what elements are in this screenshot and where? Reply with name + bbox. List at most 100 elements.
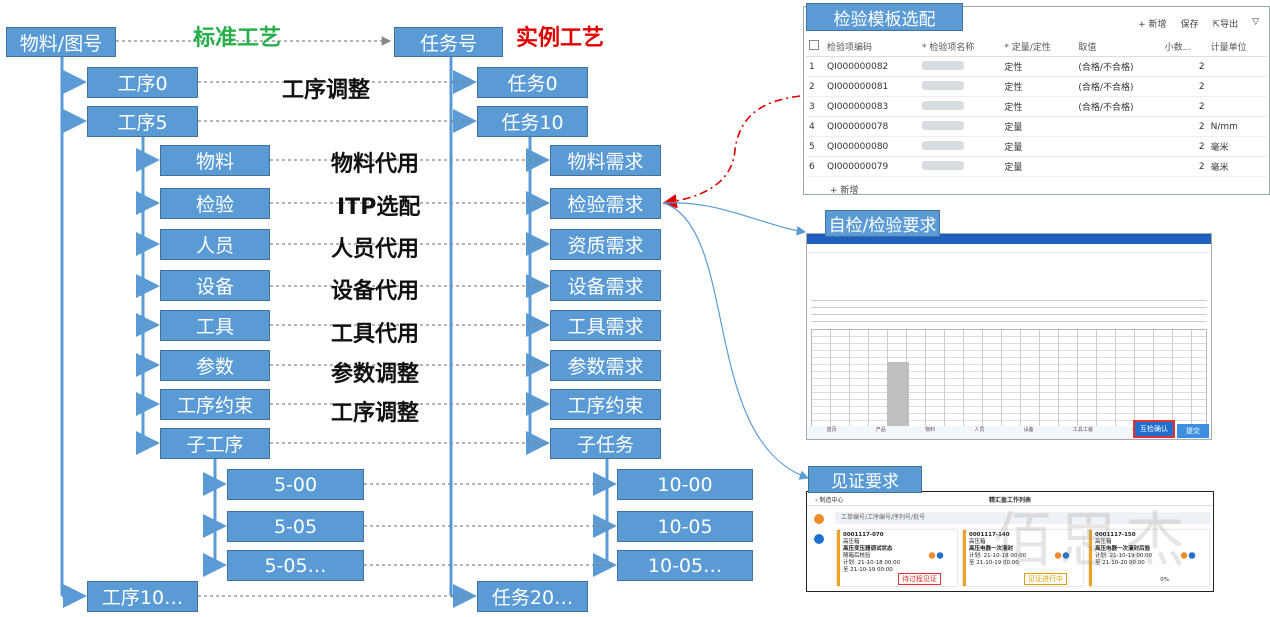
filter-icon[interactable]: ▽ bbox=[1252, 17, 1259, 27]
material-substitute-label: 物料代用 bbox=[331, 152, 420, 177]
op5-box[interactable]: 工序5 bbox=[87, 106, 198, 137]
item-code: QI000000082 bbox=[827, 61, 889, 72]
parameter-box[interactable]: 参数 bbox=[160, 350, 270, 381]
sub-op-5-05-box[interactable]: 5-05 bbox=[227, 511, 364, 542]
witness-panel: ‹ 制造中心 精汇盈工作列表 工单编号/工序编号/序列号/批号 0001117-… bbox=[806, 491, 1214, 592]
witness-header: ‹ 制造中心 精汇盈工作列表 bbox=[807, 492, 1213, 506]
inspection-req-box[interactable]: 检验需求 bbox=[550, 188, 661, 219]
card-desc: 高压电器一次灌封后验 bbox=[1095, 546, 1151, 552]
template-footer-add-button[interactable]: + 新增 bbox=[830, 186, 859, 195]
tool-substitute-label: 工具代用 bbox=[331, 322, 420, 347]
sub-task-10-00-box[interactable]: 10-00 bbox=[617, 469, 753, 500]
sub-task-10-05-more-box[interactable]: 10-05… bbox=[617, 550, 753, 581]
col-type: * 定量/定性 bbox=[1004, 43, 1051, 53]
sub-task-10-05-box[interactable]: 10-05 bbox=[617, 511, 753, 542]
nav-material[interactable]: 物料 bbox=[925, 427, 936, 433]
card-to: 至 21-10-19 00:00 bbox=[843, 567, 893, 573]
item-name bbox=[919, 117, 1001, 137]
op0-box[interactable]: 工序0 bbox=[87, 67, 198, 98]
item-name bbox=[919, 77, 1001, 97]
item-decimal: 2 bbox=[1198, 81, 1205, 92]
watermark-logo: 佰思杰 bbox=[993, 506, 1191, 576]
self-check-info-grid bbox=[811, 294, 1207, 322]
card-progress: 0% bbox=[1160, 577, 1169, 583]
submit-button[interactable]: 提交 bbox=[1177, 424, 1209, 438]
card-desc: 高压电器一次灌封 bbox=[969, 546, 1014, 552]
row-number: 4 bbox=[809, 121, 815, 132]
equipment-box[interactable]: 设备 bbox=[160, 270, 270, 301]
op10-box[interactable]: 工序10… bbox=[87, 581, 198, 612]
nav-equipment[interactable]: 设备 bbox=[1023, 427, 1034, 433]
material-box[interactable]: 物料 bbox=[160, 145, 270, 176]
card-plan: 计划: 21-10-19 00:00 bbox=[1095, 553, 1153, 559]
nav-personnel[interactable]: 人员 bbox=[974, 427, 985, 433]
task10-box[interactable]: 任务10 bbox=[477, 106, 588, 137]
nav-tools[interactable]: 工具工装 bbox=[1072, 427, 1093, 433]
task20-box[interactable]: 任务20… bbox=[477, 581, 588, 612]
witness-search-input[interactable]: 工单编号/工序编号/序列号/批号 bbox=[835, 512, 1211, 524]
list-icon[interactable] bbox=[814, 534, 824, 544]
item-decimal: 2 bbox=[1198, 121, 1205, 132]
col-unit: 计量单位 bbox=[1210, 43, 1247, 53]
item-type: 定性 bbox=[1004, 103, 1023, 113]
nav-product[interactable]: 产品 bbox=[875, 427, 886, 433]
op-adjust-label-2: 工序调整 bbox=[331, 401, 420, 426]
item-value: (合格/不合格) bbox=[1078, 63, 1134, 73]
back-link[interactable]: ‹ 制造中心 bbox=[815, 497, 844, 504]
item-code: QI000000078 bbox=[827, 121, 889, 132]
material-drawing-box[interactable]: 物料/图号 bbox=[6, 27, 116, 57]
card-id: 0001117-140 bbox=[969, 532, 1010, 538]
material-req-box[interactable]: 物料需求 bbox=[550, 145, 661, 176]
home-icon[interactable] bbox=[814, 514, 824, 524]
sub-op-5-00-box[interactable]: 5-00 bbox=[227, 469, 364, 500]
sub-op-box[interactable]: 子工序 bbox=[160, 428, 270, 459]
self-check-data-grid bbox=[811, 329, 1207, 431]
item-value: (合格/不合格) bbox=[1078, 103, 1134, 113]
nav-home[interactable]: 首页 bbox=[826, 427, 837, 433]
row-number: 5 bbox=[809, 141, 815, 152]
instance-process-heading: 实例工艺 bbox=[516, 26, 605, 51]
item-code: QI000000083 bbox=[827, 101, 889, 112]
qualification-req-box[interactable]: 资质需求 bbox=[550, 229, 661, 260]
item-value: (合格/不合格) bbox=[1078, 83, 1134, 93]
col-value: 取值 bbox=[1078, 43, 1097, 53]
self-check-header-bar bbox=[807, 234, 1211, 244]
sub-task-box[interactable]: 子任务 bbox=[550, 428, 661, 459]
card-name: 高压箱 bbox=[1095, 539, 1112, 545]
sub-op-5-05-more-box[interactable]: 5-05… bbox=[227, 550, 364, 581]
equipment-req-box[interactable]: 设备需求 bbox=[550, 270, 661, 301]
item-decimal: 2 bbox=[1198, 141, 1205, 152]
tool-box[interactable]: 工具 bbox=[160, 310, 270, 341]
select-all-checkbox[interactable] bbox=[809, 40, 819, 50]
mutual-check-confirm-button[interactable]: 互检确认 bbox=[1133, 420, 1175, 438]
template-save-button[interactable]: 保存 bbox=[1180, 20, 1199, 30]
personnel-box[interactable]: 人员 bbox=[160, 229, 270, 260]
col-code: 检验项编码 bbox=[827, 43, 873, 53]
template-export-button[interactable]: ⇱导出 bbox=[1212, 20, 1239, 30]
card-status-badge: 待过程见证 bbox=[898, 573, 941, 585]
task-constraint-box[interactable]: 工序约束 bbox=[550, 389, 661, 420]
inspection-box[interactable]: 检验 bbox=[160, 188, 270, 219]
parameter-req-box[interactable]: 参数需求 bbox=[550, 350, 661, 381]
row-number: 6 bbox=[809, 161, 815, 172]
witness-panel-title: 见证要求 bbox=[808, 466, 922, 493]
tool-req-box[interactable]: 工具需求 bbox=[550, 310, 661, 341]
item-decimal: 2 bbox=[1198, 161, 1205, 172]
item-code: QI000000079 bbox=[827, 161, 889, 172]
self-check-panel-title: 自检/检验要求 bbox=[825, 210, 940, 237]
op-constraint-box[interactable]: 工序约束 bbox=[160, 389, 270, 420]
task0-box[interactable]: 任务0 bbox=[477, 67, 588, 98]
item-unit: 毫米 bbox=[1210, 143, 1229, 153]
task-no-box[interactable]: 任务号 bbox=[394, 27, 503, 57]
template-add-button[interactable]: + 新增 bbox=[1138, 20, 1167, 30]
